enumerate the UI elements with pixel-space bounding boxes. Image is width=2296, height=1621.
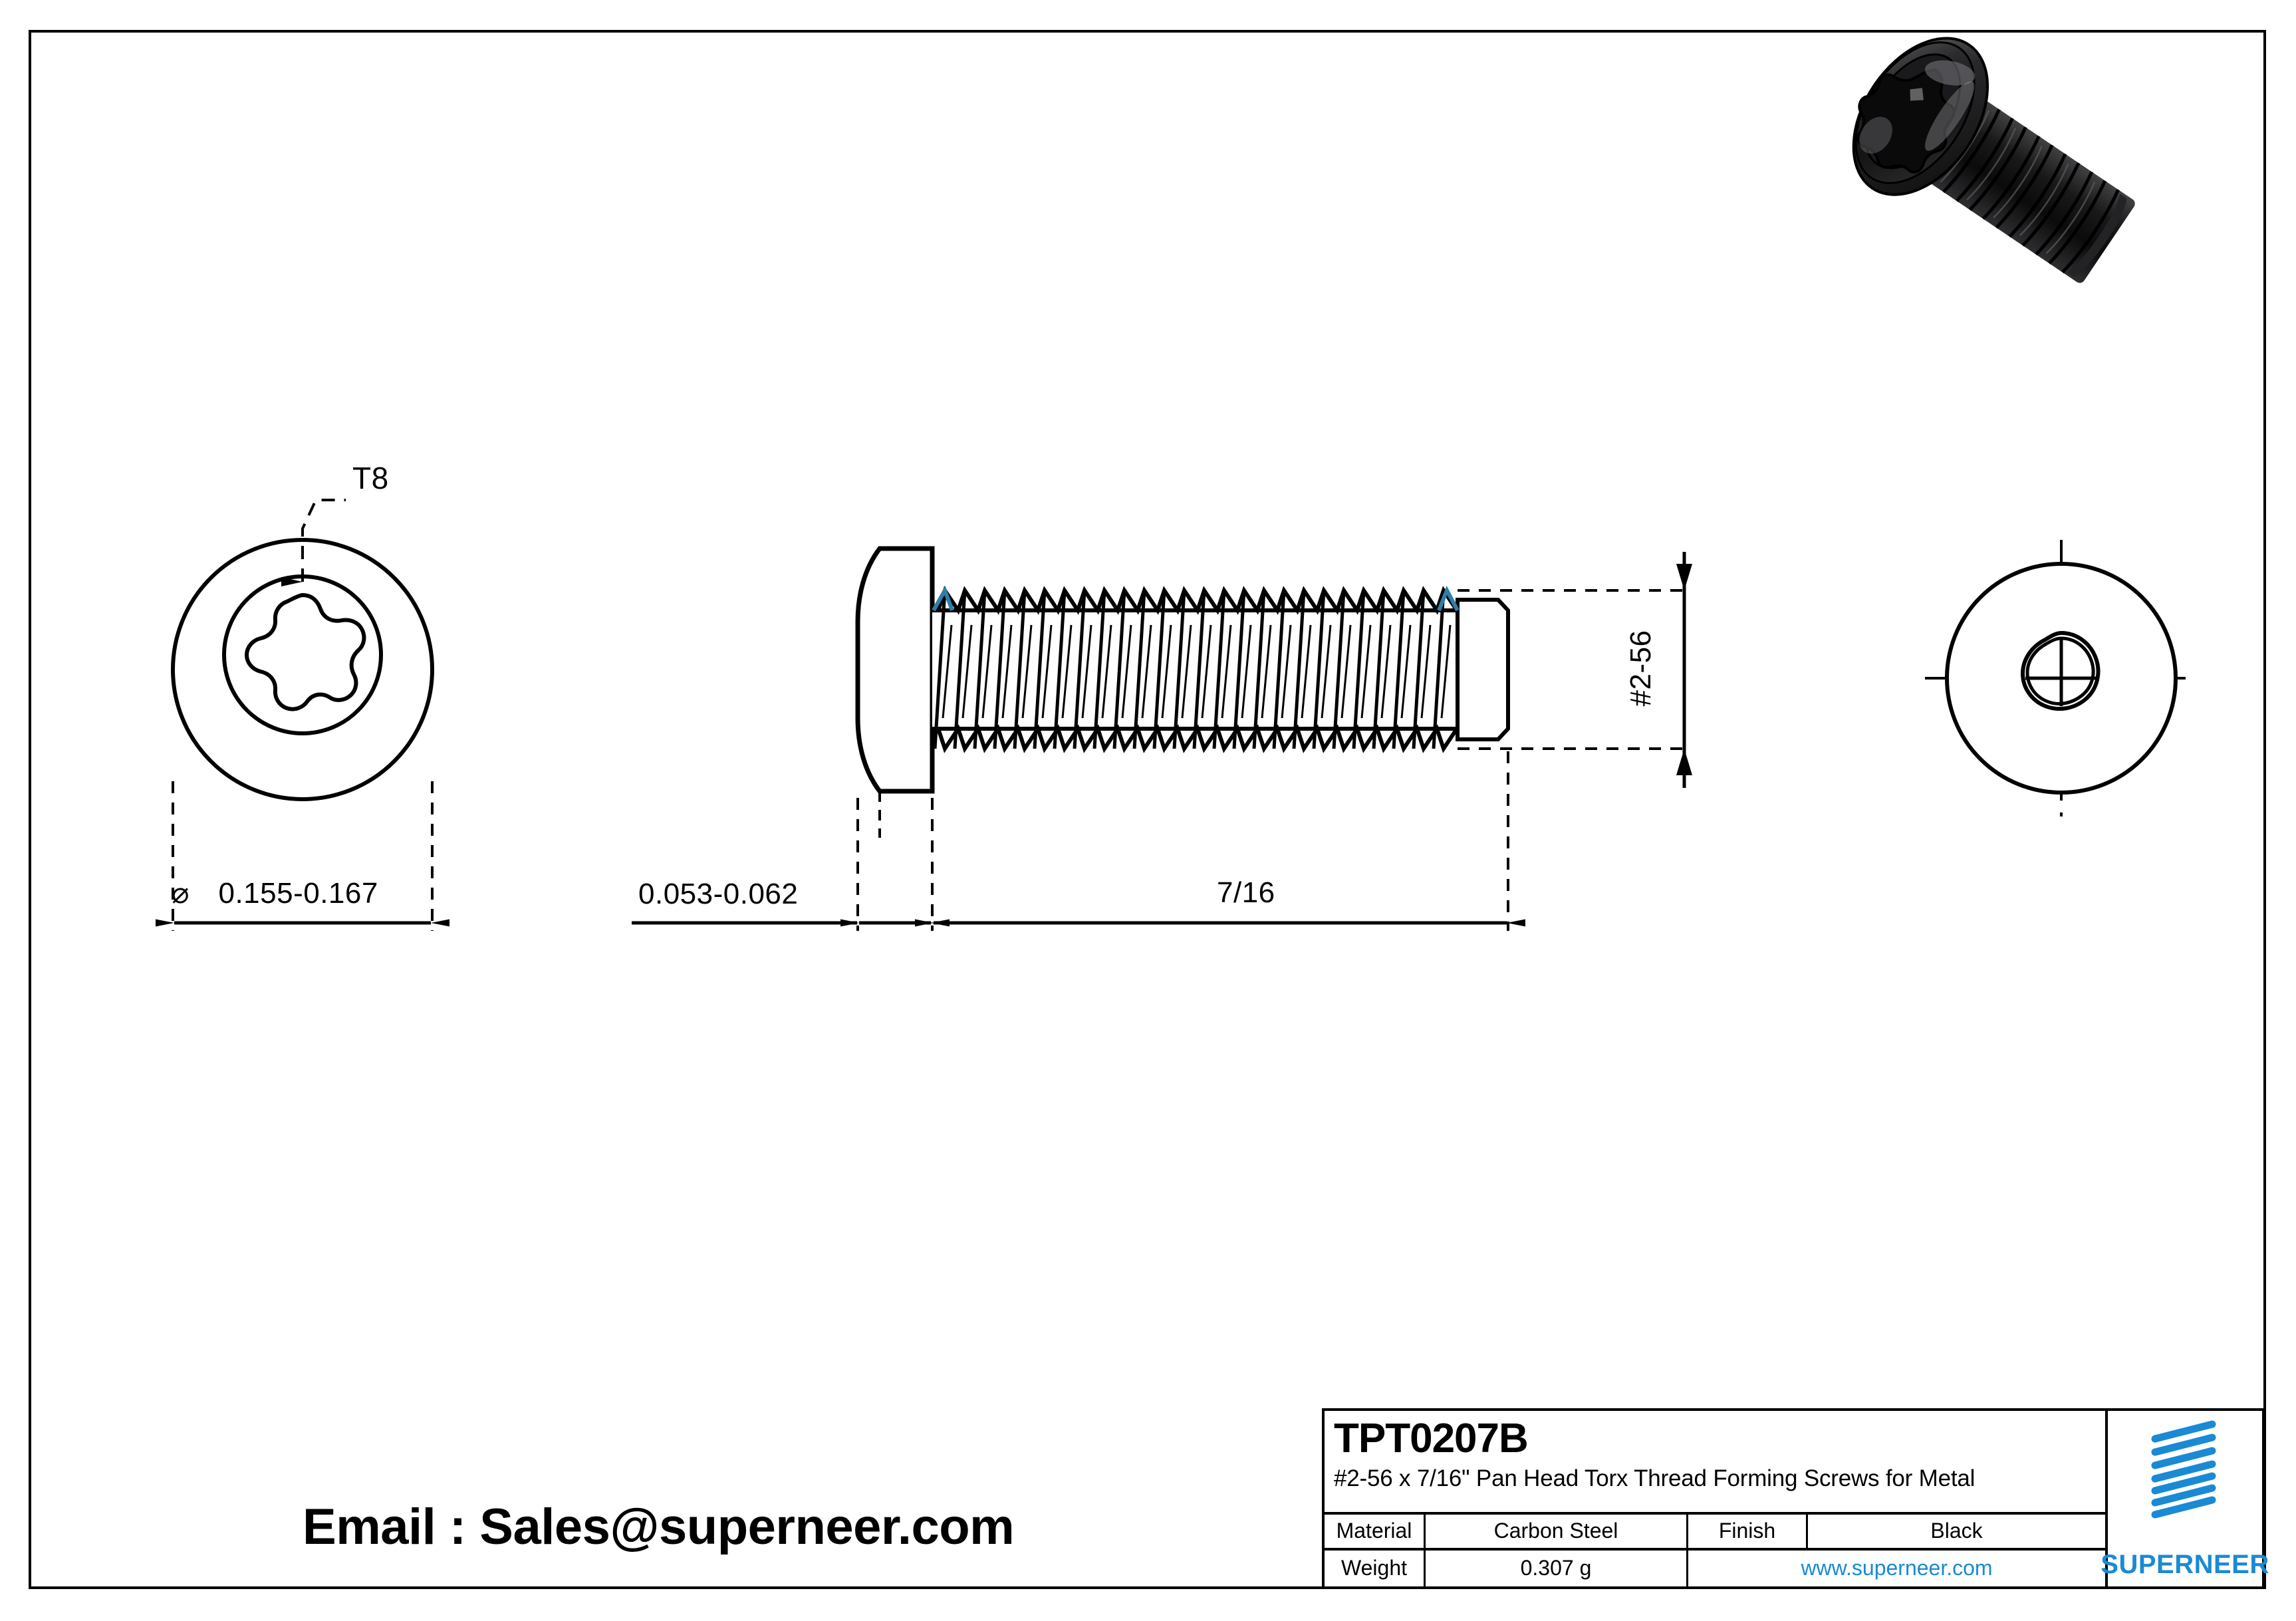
contact-email: Email : Sales@superneer.com	[303, 1499, 1015, 1555]
website-link[interactable]: www.superneer.com	[1801, 1556, 1993, 1580]
weight-value: 0.307 g	[1426, 1550, 1688, 1586]
weight-label: Weight	[1325, 1550, 1426, 1586]
title-block-main: TPT0207B #2-56 x 7/16" Pan Head Torx Thr…	[1325, 1411, 2108, 1586]
dimension-label-thread-spec: #2-56	[1624, 630, 1657, 707]
title-block-row-material: Material Carbon Steel Finish Black	[1325, 1514, 2105, 1551]
diameter-symbol-icon: ⌀	[172, 877, 190, 910]
finish-label: Finish	[1688, 1514, 1808, 1548]
title-block: TPT0207B #2-56 x 7/16" Pan Head Torx Thr…	[1322, 1408, 2269, 1589]
title-block-description-area: TPT0207B #2-56 x 7/16" Pan Head Torx Thr…	[1325, 1411, 2105, 1515]
head-diameter-value: 0.155-0.167	[218, 877, 378, 910]
part-number: TPT0207B	[1334, 1416, 1529, 1461]
superneer-logo-icon	[2151, 1420, 2216, 1519]
part-description: #2-56 x 7/16" Pan Head Torx Thread Formi…	[1334, 1465, 1976, 1491]
screw-3d-render	[1852, 37, 2135, 283]
finish-value: Black	[1930, 1519, 1983, 1543]
dimension-label-drive-size: T8	[352, 461, 389, 495]
brand-logo-area: SUPERNEER	[2101, 1411, 2269, 1586]
material-label: Material	[1325, 1514, 1426, 1548]
brand-wordmark: SUPERNEER	[2101, 1550, 2269, 1579]
dimension-label-screw-length: 7/16	[1217, 876, 1275, 909]
dimension-label-head-height: 0.053-0.062	[638, 878, 799, 910]
screw-head-3d	[1852, 37, 1989, 196]
title-block-row-weight: Weight 0.307 g www.superneer.com	[1325, 1550, 2105, 1586]
dimension-label-head-diameter: ⌀ 0.155-0.167	[172, 876, 378, 910]
drawing-border	[29, 30, 2266, 1589]
material-value: Carbon Steel	[1426, 1514, 1688, 1548]
